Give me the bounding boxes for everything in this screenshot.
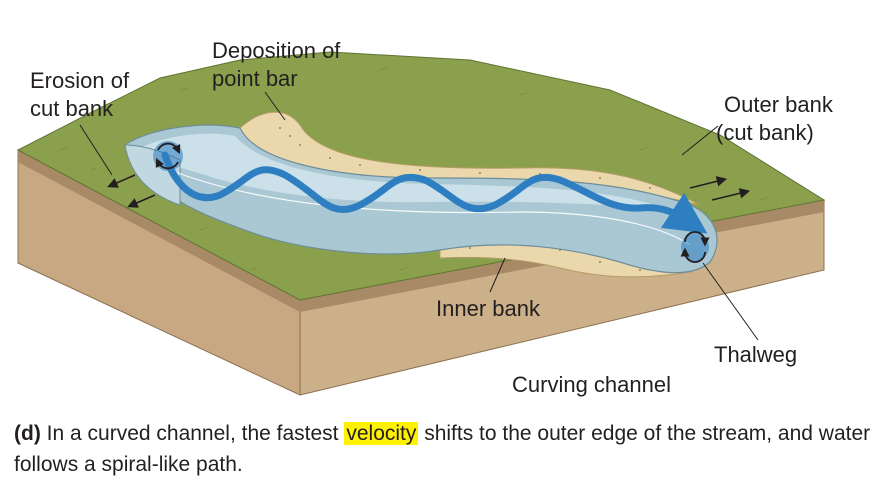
leader-deposition bbox=[264, 91, 286, 121]
figure-caption: (d) In a curved channel, the fastest vel… bbox=[14, 418, 874, 480]
label-inner-bank: Inner bank bbox=[436, 296, 540, 321]
circulation-circle-right bbox=[680, 231, 710, 263]
label-erosion-line2: cut bank bbox=[30, 96, 114, 121]
label-deposition-line2: point bar bbox=[212, 66, 298, 91]
thalweg-line bbox=[169, 169, 691, 246]
label-curving-channel: Curving channel bbox=[512, 372, 671, 397]
erosion-arrow-right-1 bbox=[689, 176, 728, 189]
meander-block-diagram bbox=[16, 51, 826, 396]
leader-thalweg bbox=[702, 262, 759, 341]
caption-text-after: shifts to the outer edge of the stream, … bbox=[14, 422, 871, 476]
caption-tag: (d) bbox=[14, 422, 41, 445]
circulation-circle-left bbox=[153, 141, 183, 171]
label-deposition-line1: Deposition of bbox=[212, 38, 341, 63]
caption-highlight: velocity bbox=[344, 422, 419, 445]
erosion-arrow-left-2 bbox=[127, 194, 156, 208]
erosion-arrow-right-2 bbox=[711, 188, 751, 201]
leader-erosion bbox=[79, 124, 113, 176]
spiral-flow-arrow bbox=[161, 151, 708, 234]
label-outer-bank-line2: (cut bank) bbox=[716, 120, 814, 145]
erosion-arrow-left-1 bbox=[107, 174, 136, 188]
label-outer-bank-line1: Outer bank bbox=[724, 92, 833, 117]
leader-outer-bank bbox=[681, 125, 719, 156]
sand-dots bbox=[279, 127, 651, 271]
label-erosion-line1: Erosion of bbox=[30, 68, 130, 93]
label-thalweg: Thalweg bbox=[714, 342, 798, 367]
caption-text-before: In a curved channel, the fastest bbox=[40, 422, 345, 445]
water-surface-light bbox=[140, 133, 670, 210]
leader-inner-bank bbox=[489, 257, 506, 293]
